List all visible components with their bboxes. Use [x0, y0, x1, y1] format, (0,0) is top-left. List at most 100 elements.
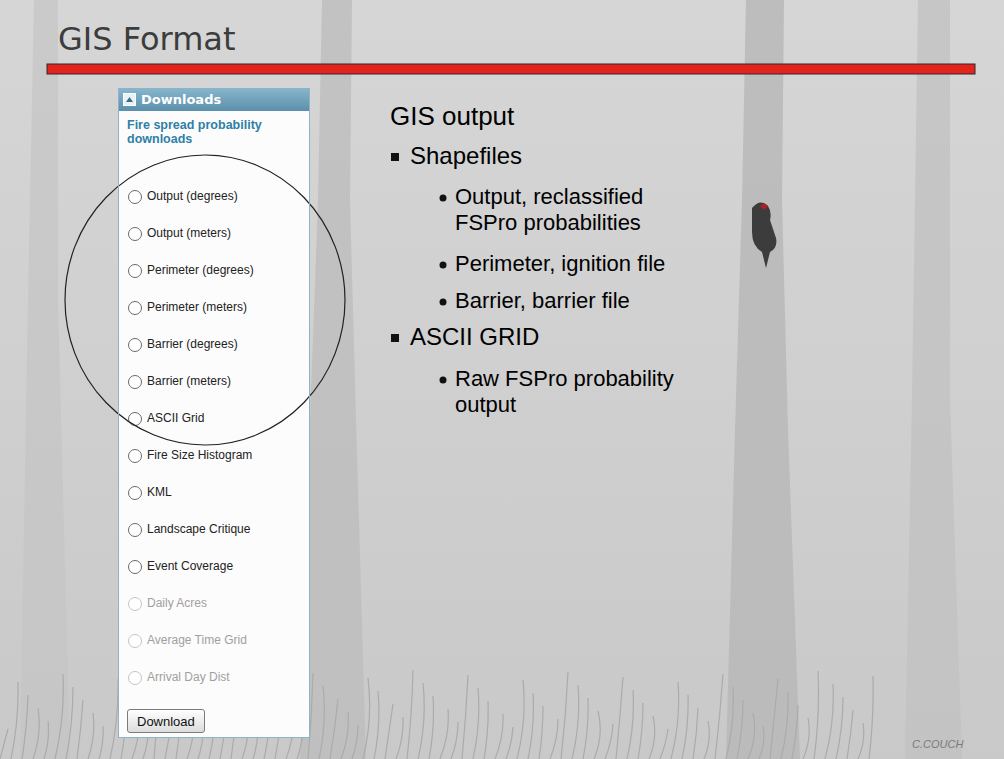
grass-blade	[66, 687, 73, 759]
download-option: KML	[147, 485, 172, 499]
grass-blade	[396, 717, 403, 759]
grass-blade	[847, 710, 853, 759]
grass-blade	[594, 711, 600, 759]
grass-blade	[649, 716, 655, 759]
highlight-ellipse	[65, 155, 345, 445]
radio-button	[129, 561, 142, 574]
download-button: Download	[127, 709, 205, 733]
grass-blade	[803, 718, 809, 759]
grass-blade	[759, 726, 764, 759]
woodpecker-crest	[760, 204, 768, 210]
grass-blade	[814, 671, 819, 759]
grass-blade	[407, 670, 413, 759]
grass-blade	[660, 729, 668, 759]
icon-box	[124, 94, 136, 106]
grass	[0, 670, 873, 759]
grass-blade	[770, 679, 778, 759]
grass-blade	[704, 721, 709, 759]
radio-button	[129, 487, 142, 500]
sub-bullet-text: Raw FSPro probability output	[455, 366, 695, 418]
grass-blade	[440, 709, 448, 759]
radio-button	[129, 524, 142, 537]
bullet-text: Shapefiles	[410, 142, 522, 170]
download-option: Daily Acres	[147, 596, 207, 610]
sub-bullet-text: Perimeter, ignition file	[455, 251, 665, 277]
grass-blade	[385, 704, 393, 759]
download-option: Fire Size Histogram	[147, 448, 252, 462]
radio-button	[129, 302, 142, 315]
grass-blade	[429, 696, 434, 759]
collapse-icon	[123, 93, 137, 107]
grass-blade	[319, 686, 324, 759]
title-rule	[47, 64, 975, 74]
radio-buttons	[129, 191, 142, 685]
grass-blade	[792, 705, 798, 759]
grass-blade	[836, 697, 843, 759]
download-option: Output (meters)	[147, 226, 231, 240]
grass-blade	[33, 708, 39, 759]
bullet-text: ASCII GRID	[410, 323, 539, 351]
tree-trunk	[726, 0, 800, 759]
square-bullet	[391, 153, 399, 161]
radio-button	[129, 635, 142, 648]
panel-subtitle: Fire spread probability downloads	[127, 118, 303, 146]
dot-bullet	[440, 299, 447, 306]
radio-button	[129, 598, 142, 611]
panel-ground	[118, 88, 310, 738]
download-option: Arrival Day Dist	[147, 670, 230, 684]
slide-title: GIS Format	[58, 20, 235, 58]
grass-blade	[858, 723, 864, 759]
tree-trunk	[20, 0, 70, 759]
grass-blade	[473, 688, 479, 759]
radio-button	[129, 376, 142, 389]
grass-blade	[484, 701, 488, 759]
radio-button	[129, 265, 142, 278]
dot-bullet	[440, 262, 447, 269]
download-option: Barrier (meters)	[147, 374, 231, 388]
radio-button	[129, 339, 142, 352]
grass-blade	[627, 690, 633, 759]
grass-blade	[825, 684, 833, 759]
download-option: Event Coverage	[147, 559, 233, 573]
radio-button	[129, 413, 142, 426]
grass-blade	[539, 706, 543, 759]
grass-blade	[88, 713, 94, 759]
grass-blade	[638, 703, 643, 759]
tree-trunk	[905, 0, 962, 759]
download-option: ASCII Grid	[147, 411, 204, 425]
icon-triangle	[126, 97, 133, 102]
grass-blade	[77, 700, 83, 759]
slide-heading: GIS output	[390, 101, 514, 132]
dot-bullet	[440, 377, 447, 384]
grass-blade	[11, 682, 18, 759]
download-option: Output (degrees)	[147, 189, 238, 203]
square-bullet	[391, 334, 399, 342]
panel-header: Downloads	[119, 89, 309, 111]
sub-bullet-text: Barrier, barrier file	[455, 288, 630, 314]
radio-button	[129, 228, 142, 241]
download-option: Barrier (degrees)	[147, 337, 238, 351]
grass-blade	[451, 722, 458, 759]
radio-button	[129, 450, 142, 463]
grass-blade	[341, 712, 348, 759]
grass-blade	[330, 699, 338, 759]
grass-blade	[110, 679, 118, 759]
download-option: Landscape Critique	[147, 522, 250, 536]
grass-blade	[726, 687, 733, 759]
grass-blade	[528, 693, 533, 759]
radio-button	[129, 191, 142, 204]
grass-blade	[572, 685, 579, 759]
grass-blade	[495, 714, 503, 759]
grass-blade	[605, 724, 613, 759]
grass-blade	[583, 698, 588, 759]
radio-button	[129, 672, 142, 685]
panel-heading: Downloads	[141, 92, 221, 107]
download-option: Perimeter (meters)	[147, 300, 247, 314]
grass-blade	[99, 726, 103, 759]
grass-blade	[363, 678, 370, 759]
grass-blade	[869, 676, 873, 759]
download-option: Average Time Grid	[147, 633, 247, 647]
grass-blade	[517, 680, 524, 759]
